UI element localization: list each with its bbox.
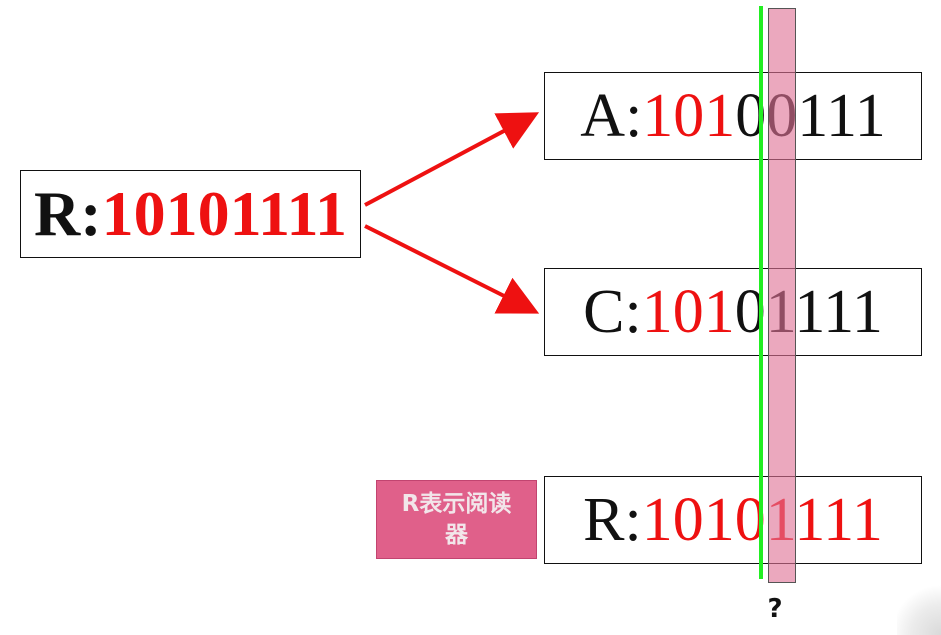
tag-a-bits-prefix: 101 bbox=[642, 81, 736, 150]
reader-note: R表示阅读器 bbox=[376, 480, 537, 559]
tag-c-label: C: bbox=[583, 277, 642, 346]
arrow-to-a bbox=[364, 112, 540, 207]
green-marker-line bbox=[759, 6, 763, 579]
tag-a-label: A: bbox=[580, 81, 643, 150]
reader-left-label: R: bbox=[34, 178, 102, 249]
reader-left-bits: 10101111 bbox=[101, 178, 347, 249]
tag-c-bits-suffix: 01111 bbox=[734, 277, 883, 346]
reader-bottom-box: R:10101111 bbox=[544, 476, 922, 564]
tag-c-bits-prefix: 101 bbox=[641, 277, 735, 346]
tag-a-bits-suffix: 00111 bbox=[735, 81, 886, 150]
bit-column-highlight bbox=[768, 8, 796, 583]
reader-left-box: R:10101111 bbox=[20, 170, 361, 258]
corner-shadow bbox=[897, 585, 941, 635]
arrow-to-c bbox=[364, 224, 540, 314]
question-mark: ? bbox=[767, 594, 783, 624]
reader-bottom-label: R: bbox=[583, 485, 642, 554]
reader-note-text: R表示阅读器 bbox=[401, 490, 512, 548]
